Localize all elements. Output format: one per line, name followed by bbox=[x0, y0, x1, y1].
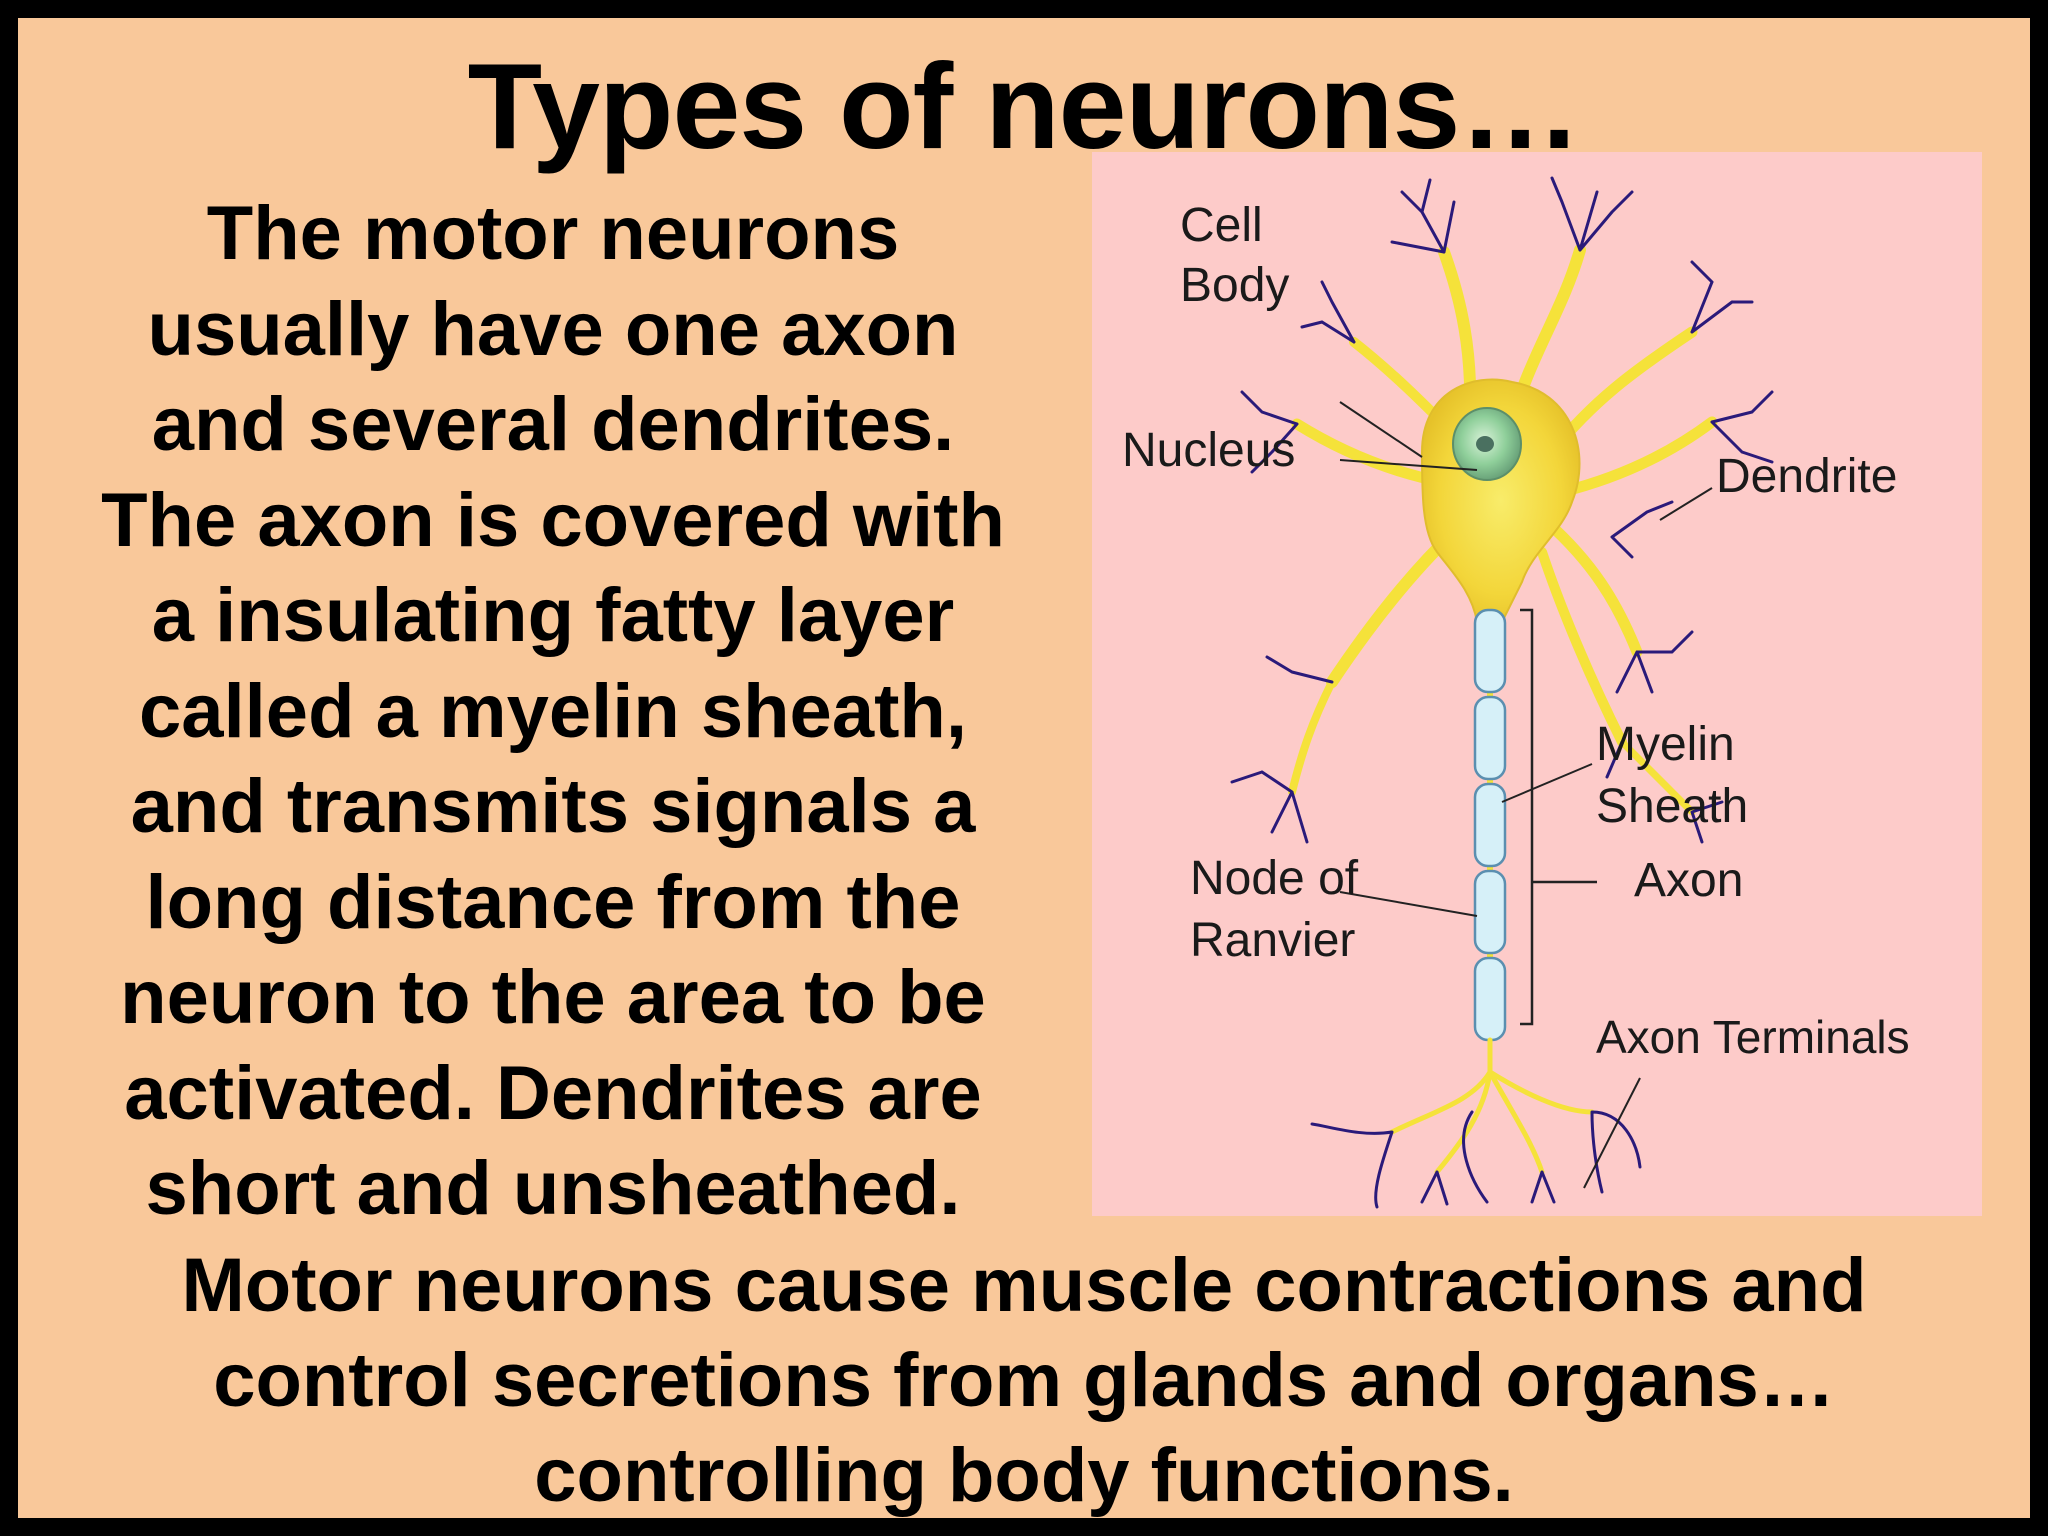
body-line: The motor neurons bbox=[206, 191, 900, 276]
myelin-segments bbox=[1473, 608, 1507, 1042]
label-myelin-line: Myelin bbox=[1596, 718, 1735, 771]
body-line: and transmits signals a bbox=[130, 764, 976, 849]
axon-bracket bbox=[1520, 608, 1597, 1026]
body-line: a insulating fatty layer bbox=[151, 573, 955, 658]
label-axon-terminals: Axon Terminals bbox=[1596, 1011, 1910, 1063]
axon-terminals bbox=[1389, 1037, 1595, 1175]
body-line: short and unsheathed. bbox=[145, 1146, 961, 1231]
body-line: The axon is covered with bbox=[101, 477, 1005, 563]
body-line: neuron to the area to be bbox=[120, 955, 986, 1040]
label-node-line: Node of bbox=[1190, 852, 1359, 905]
label-nucleus: Nucleus bbox=[1122, 424, 1296, 477]
footer-line: control secretions from glands and organ… bbox=[213, 1338, 1835, 1423]
label-dendrite: Dendrite bbox=[1716, 450, 1898, 503]
body-text: The motor neurons usually have one axon … bbox=[48, 186, 1058, 1237]
label-node-of-ranvier: Node of Ranvier bbox=[1190, 848, 1358, 972]
body-line: activated. Dendrites are bbox=[124, 1050, 982, 1136]
footer-line: Motor neurons cause muscle contractions … bbox=[181, 1243, 1867, 1328]
label-cell-body-line: Cell bbox=[1180, 199, 1263, 252]
body-line: long distance from the bbox=[145, 859, 961, 945]
label-cell-body: Cell Body bbox=[1180, 196, 1289, 316]
neuron-diagram: Cell Body Nucleus Dendrite Myelin Sheath… bbox=[1092, 152, 1982, 1216]
leader-lines bbox=[1339, 401, 1713, 1189]
dendrite-branches bbox=[1230, 176, 1774, 844]
footer-line: controlling body functions. bbox=[534, 1433, 1514, 1518]
nucleolus-shape bbox=[1476, 436, 1494, 452]
axon-terminal-branches bbox=[1310, 1110, 1642, 1209]
slide: Types of neurons… The motor neurons usua… bbox=[18, 18, 2030, 1518]
neuron-illustration bbox=[1230, 176, 1774, 1209]
body-line: usually have one axon bbox=[147, 286, 959, 372]
label-axon: Axon bbox=[1634, 854, 1744, 907]
label-myelin-sheath: Myelin Sheath bbox=[1596, 714, 1748, 838]
label-cell-body-line: Body bbox=[1180, 259, 1290, 312]
body-line: called a myelin sheath, bbox=[139, 668, 967, 754]
body-line: and several dendrites. bbox=[151, 382, 955, 467]
label-myelin-line: Sheath bbox=[1596, 780, 1749, 833]
footer-text: Motor neurons cause muscle contractions … bbox=[18, 1238, 2030, 1518]
label-node-line: Ranvier bbox=[1190, 914, 1356, 967]
slide-title: Types of neurons… bbox=[467, 38, 1582, 174]
